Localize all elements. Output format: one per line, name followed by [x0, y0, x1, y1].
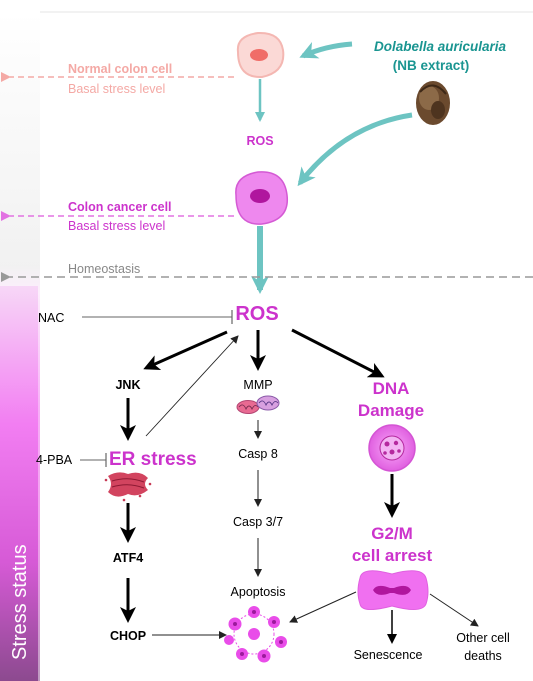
- stress-status-label: Stress status: [9, 544, 31, 660]
- cancer-cell-icon: [235, 171, 289, 225]
- cancer-cell-label: Colon cancer cell: [68, 200, 172, 214]
- pba-label: 4-PBA: [36, 453, 73, 467]
- dna-damage-label-1: DNA: [373, 379, 410, 398]
- normal-basal-label: Basal stress level: [68, 82, 165, 96]
- arrest-label-1: G2/M: [371, 524, 413, 543]
- ros-to-dna-arrow: [291, 328, 385, 378]
- dividing-cell-icon: [357, 570, 429, 610]
- normal-colon-cell-icon: [236, 31, 285, 79]
- ros-main-label: ROS: [235, 303, 278, 325]
- chop-label: CHOP: [110, 629, 146, 643]
- cancer-basal-label: Basal stress level: [68, 219, 165, 233]
- dolabella-organism-icon: [416, 81, 450, 125]
- ros-small-label: ROS: [246, 134, 273, 148]
- arrest-to-other-deaths-arrow: [429, 593, 479, 627]
- er-stress-label: ER stress: [109, 449, 197, 470]
- normal-cell-label: Normal colon cell: [68, 62, 172, 76]
- atf4-label: ATF4: [113, 551, 143, 565]
- er-to-ros-feedback-arrow: [145, 335, 239, 437]
- casp37-label: Casp 3/7: [233, 515, 283, 529]
- mitochondria-icon: [236, 395, 280, 414]
- extract-to-normal-arrow: [299, 41, 353, 59]
- apoptosis-label: Apoptosis: [231, 585, 286, 599]
- extract-label: (NB extract): [393, 58, 470, 73]
- endoplasmic-reticulum-icon: [104, 472, 152, 502]
- other-deaths-label-2: deaths: [464, 649, 502, 663]
- stress-status-bar: [0, 286, 38, 681]
- damaged-dna-cell-icon: [368, 424, 416, 472]
- dna-damage-label-2: Damage: [358, 401, 424, 420]
- species-name: Dolabella auricularia: [374, 39, 507, 54]
- extract-to-cancer-arrow: [297, 112, 413, 187]
- ros-to-jnk-arrow: [143, 330, 228, 371]
- mmp-label: MMP: [243, 378, 272, 392]
- other-deaths-label-1: Other cell: [456, 631, 510, 645]
- apoptotic-cell-icon: [224, 606, 287, 663]
- homeostasis-label: Homeostasis: [68, 262, 140, 276]
- arrest-to-apoptosis-arrow: [289, 591, 357, 623]
- casp8-label: Casp 8: [238, 447, 278, 461]
- nac-label: NAC: [38, 311, 64, 325]
- senescence-label: Senescence: [354, 648, 423, 662]
- arrest-label-2: cell arrest: [352, 546, 433, 565]
- jnk-label: JNK: [115, 378, 140, 392]
